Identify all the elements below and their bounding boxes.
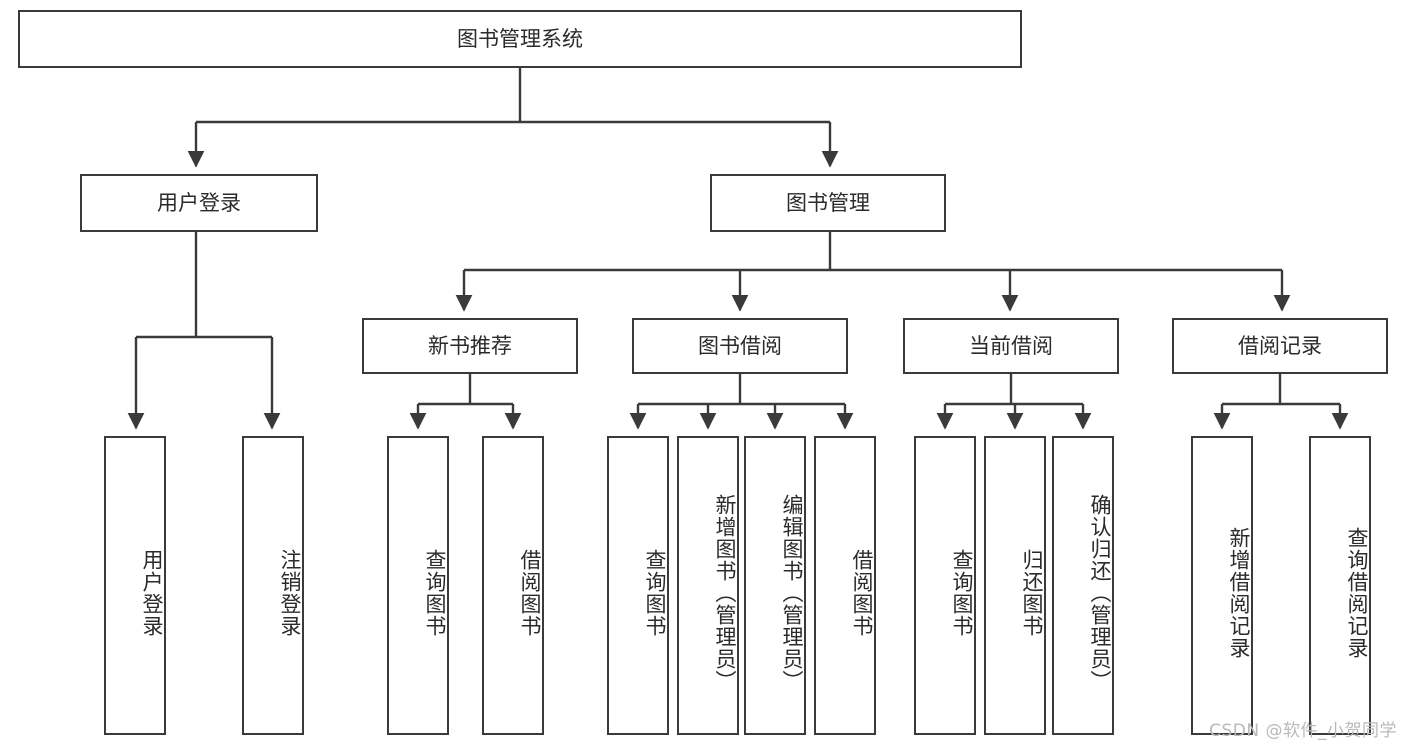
node-leaf-user-login-label: 用户登录	[140, 548, 164, 637]
node-new-book-recommend-label: 新书推荐	[428, 333, 512, 358]
node-leaf-confirm-return-admin[interactable]: 确认归还（管理员）	[1052, 436, 1114, 735]
node-leaf-borrow-book[interactable]: 借阅图书	[814, 436, 876, 735]
node-book-manage-label: 图书管理	[786, 190, 870, 215]
node-leaf-query-book-current-label: 查询图书	[950, 548, 974, 637]
node-leaf-query-book-borrow-label: 查询图书	[643, 548, 667, 637]
node-book-manage[interactable]: 图书管理	[710, 174, 946, 232]
node-borrow-record[interactable]: 借阅记录	[1172, 318, 1388, 374]
node-leaf-query-book-borrow[interactable]: 查询图书	[607, 436, 669, 735]
csdn-watermark: CSDN @软件_小贺同学	[1209, 721, 1397, 741]
node-root[interactable]: 图书管理系统	[18, 10, 1022, 68]
node-borrow-record-label: 借阅记录	[1238, 333, 1322, 358]
node-book-borrow-label: 图书借阅	[698, 333, 782, 358]
node-user-login[interactable]: 用户登录	[80, 174, 318, 232]
node-leaf-add-book-admin[interactable]: 新增图书（管理员）	[677, 436, 739, 735]
node-leaf-add-book-admin-label: 新增图书（管理员）	[713, 493, 737, 692]
node-leaf-confirm-return-admin-label: 确认归还（管理员）	[1088, 493, 1112, 692]
node-leaf-query-book-current[interactable]: 查询图书	[914, 436, 976, 735]
node-leaf-query-borrow-record[interactable]: 查询借阅记录	[1309, 436, 1371, 735]
node-book-borrow[interactable]: 图书借阅	[632, 318, 848, 374]
node-leaf-user-logout[interactable]: 注销登录	[242, 436, 304, 735]
node-root-label: 图书管理系统	[457, 26, 583, 51]
node-leaf-edit-book-admin-label: 编辑图书（管理员）	[780, 493, 804, 692]
node-leaf-return-book[interactable]: 归还图书	[984, 436, 1046, 735]
node-user-login-label: 用户登录	[157, 190, 241, 215]
node-leaf-return-book-label: 归还图书	[1020, 548, 1044, 637]
node-current-borrow[interactable]: 当前借阅	[903, 318, 1119, 374]
node-leaf-add-borrow-record[interactable]: 新增借阅记录	[1191, 436, 1253, 735]
node-leaf-user-login[interactable]: 用户登录	[104, 436, 166, 735]
node-leaf-edit-book-admin[interactable]: 编辑图书（管理员）	[744, 436, 806, 735]
node-new-book-recommend[interactable]: 新书推荐	[362, 318, 578, 374]
node-leaf-borrow-book-recommend-label: 借阅图书	[518, 548, 542, 637]
node-leaf-query-book-recommend-label: 查询图书	[423, 548, 447, 637]
node-leaf-query-borrow-record-label: 查询借阅记录	[1345, 526, 1369, 659]
node-leaf-borrow-book-recommend[interactable]: 借阅图书	[482, 436, 544, 735]
node-leaf-borrow-book-label: 借阅图书	[850, 548, 874, 637]
node-current-borrow-label: 当前借阅	[969, 333, 1053, 358]
node-leaf-add-borrow-record-label: 新增借阅记录	[1227, 526, 1251, 659]
node-leaf-query-book-recommend[interactable]: 查询图书	[387, 436, 449, 735]
node-leaf-user-logout-label: 注销登录	[278, 548, 302, 637]
